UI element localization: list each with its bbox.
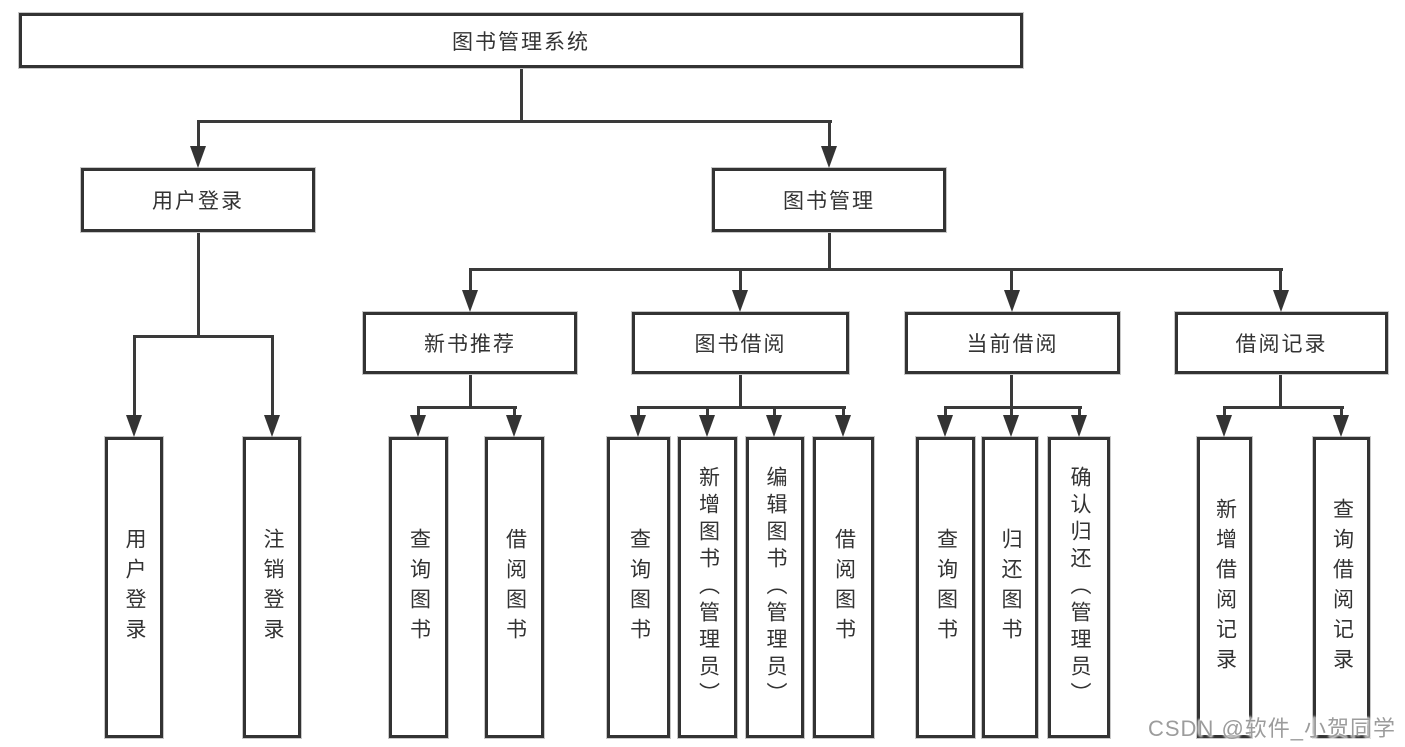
connector-level2-hline bbox=[197, 120, 832, 123]
connector-stem bbox=[944, 406, 947, 418]
node-label: 新增借阅记录 bbox=[1213, 497, 1237, 678]
node-label: 新增图书（管理员） bbox=[696, 466, 720, 709]
connector-stem bbox=[417, 406, 420, 418]
connector-stem bbox=[469, 268, 472, 292]
leaf-borrow-book-recommend: 借阅图书 bbox=[485, 437, 544, 738]
connector-level3-hline bbox=[469, 268, 1283, 271]
connector-stem bbox=[1340, 406, 1343, 418]
node-label: 借阅记录 bbox=[1235, 333, 1328, 356]
node-label: 图书管理系统 bbox=[452, 30, 590, 54]
connector-stub bbox=[739, 374, 742, 406]
arrowhead-icon bbox=[821, 146, 837, 168]
leaf-return-book: 归还图书 bbox=[982, 437, 1038, 738]
connector-stub bbox=[1010, 374, 1013, 406]
connector-stem bbox=[1078, 406, 1081, 418]
csdn-watermark: CSDN @软件_小贺同学 bbox=[1148, 716, 1397, 741]
leaf-edit-book-admin: 编辑图书（管理员） bbox=[746, 437, 804, 738]
node-label: 借阅图书 bbox=[832, 527, 856, 648]
connector-stem bbox=[773, 406, 776, 418]
arrowhead-icon bbox=[410, 415, 426, 437]
node-label: 借阅图书 bbox=[503, 527, 527, 648]
arrowhead-icon bbox=[766, 415, 782, 437]
leaf-add-borrow-record: 新增借阅记录 bbox=[1197, 437, 1252, 738]
node-label: 查询图书 bbox=[627, 527, 651, 648]
connector-stem bbox=[513, 406, 516, 418]
node-book-management: 图书管理 bbox=[712, 168, 946, 232]
node-user-login: 用户登录 bbox=[81, 168, 315, 232]
arrowhead-icon bbox=[462, 290, 478, 312]
connector-stub bbox=[469, 374, 472, 406]
node-label: 用户登录 bbox=[152, 190, 244, 213]
arrowhead-icon bbox=[190, 146, 206, 168]
leaf-borrow-book: 借阅图书 bbox=[813, 437, 874, 738]
node-label: 归还图书 bbox=[999, 527, 1022, 648]
leaf-query-book-recommend: 查询图书 bbox=[389, 437, 448, 738]
connector-stem-book-mgmt bbox=[828, 120, 831, 148]
node-root-library-system: 图书管理系统 bbox=[19, 13, 1023, 68]
leaf-logout: 注销登录 bbox=[243, 437, 301, 738]
connector-stem bbox=[1279, 268, 1282, 292]
arrowhead-icon bbox=[937, 415, 953, 437]
arrowhead-icon bbox=[1003, 415, 1019, 437]
arrowhead-icon bbox=[264, 415, 280, 437]
arrowhead-icon bbox=[1071, 415, 1087, 437]
node-current-borrow: 当前借阅 bbox=[905, 312, 1120, 374]
connector-stem bbox=[706, 406, 709, 418]
node-label: 新书推荐 bbox=[424, 333, 516, 356]
connector-root-stub bbox=[520, 68, 523, 120]
connector-hline bbox=[637, 406, 846, 409]
arrowhead-icon bbox=[835, 415, 851, 437]
arrowhead-icon bbox=[732, 290, 748, 312]
node-label: 查询借阅记录 bbox=[1330, 497, 1354, 678]
node-label: 确认归还（管理员） bbox=[1068, 466, 1091, 709]
node-book-borrow: 图书借阅 bbox=[632, 312, 849, 374]
node-label: 查询图书 bbox=[934, 527, 958, 648]
arrowhead-icon bbox=[126, 415, 142, 437]
node-new-book-recommend: 新书推荐 bbox=[363, 312, 577, 374]
connector-hline bbox=[417, 406, 517, 409]
arrowhead-icon bbox=[1004, 290, 1020, 312]
node-borrow-record: 借阅记录 bbox=[1175, 312, 1388, 374]
node-label: 图书借阅 bbox=[694, 333, 787, 356]
connector-stub bbox=[1279, 374, 1282, 406]
node-label: 当前借阅 bbox=[966, 333, 1059, 356]
node-label: 编辑图书（管理员） bbox=[764, 466, 787, 709]
leaf-query-book-current: 查询图书 bbox=[916, 437, 975, 738]
arrowhead-icon bbox=[699, 415, 715, 437]
connector-stem bbox=[271, 335, 274, 417]
connector-bookmgmt-stub bbox=[828, 232, 831, 268]
connector-stem bbox=[1010, 268, 1013, 292]
connector-userlogin-stub bbox=[197, 232, 200, 335]
leaf-query-book-borrow: 查询图书 bbox=[607, 437, 670, 738]
connector-stem bbox=[637, 406, 640, 418]
leaf-add-book-admin: 新增图书（管理员） bbox=[678, 437, 737, 738]
connector-stem bbox=[739, 268, 742, 292]
connector-stem bbox=[133, 335, 136, 417]
arrowhead-icon bbox=[1333, 415, 1349, 437]
arrowhead-icon bbox=[630, 415, 646, 437]
node-label: 注销登录 bbox=[261, 527, 284, 648]
connector-hline bbox=[1223, 406, 1344, 409]
arrowhead-icon bbox=[1273, 290, 1289, 312]
arrowhead-icon bbox=[1216, 415, 1232, 437]
connector-stem bbox=[842, 406, 845, 418]
connector-stem bbox=[1223, 406, 1226, 418]
connector-hline bbox=[944, 406, 1082, 409]
leaf-user-login: 用户登录 bbox=[105, 437, 163, 738]
leaf-confirm-return-admin: 确认归还（管理员） bbox=[1048, 437, 1110, 738]
node-label: 用户登录 bbox=[123, 527, 146, 648]
node-label: 图书管理 bbox=[783, 190, 875, 213]
connector-stem-user-login bbox=[197, 120, 200, 148]
connector-stem bbox=[1010, 406, 1013, 418]
leaf-query-borrow-record: 查询借阅记录 bbox=[1313, 437, 1370, 738]
arrowhead-icon bbox=[506, 415, 522, 437]
node-label: 查询图书 bbox=[407, 527, 431, 648]
connector-userlogin-hline bbox=[133, 335, 274, 338]
